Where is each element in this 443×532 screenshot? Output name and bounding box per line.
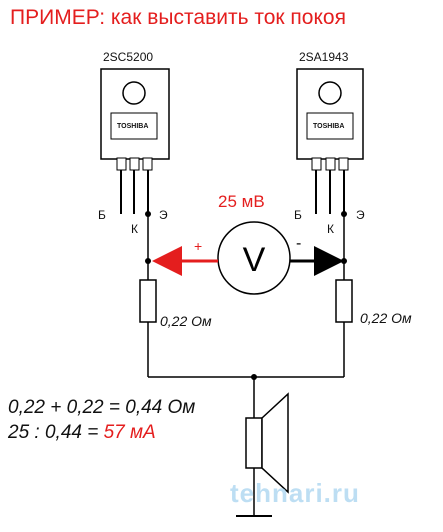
- left-transistor-part: 2SC5200: [103, 50, 154, 64]
- formula-sum: 0,22 + 0,22 = 0,44 Ом: [8, 397, 196, 418]
- left-resistor-label: 0,22 Ом: [160, 313, 212, 329]
- voltage-reading: 25 мВ: [218, 192, 265, 211]
- transistor-left: [100, 68, 170, 217]
- right-pin-base: Б: [294, 208, 302, 222]
- minus-sign: -: [296, 235, 301, 252]
- left-brand-label: TOSHIBA: [117, 123, 149, 130]
- right-pin-emitter: Э: [356, 208, 365, 222]
- voltmeter-symbol: V: [243, 241, 266, 279]
- voltmeter: V: [217, 221, 291, 295]
- speaker: [245, 392, 289, 494]
- transistor-right: [296, 68, 364, 217]
- right-transistor-part: 2SA1943: [299, 50, 349, 64]
- page-title: ПРИМЕР: как выставить ток покоя: [10, 6, 346, 29]
- right-pin-collector: К: [327, 222, 334, 236]
- right-resistor-label: 0,22 Ом: [360, 310, 412, 326]
- left-pin-base: Б: [98, 208, 106, 222]
- resistor-left: [139, 279, 157, 323]
- watermark: tehnari.ru: [230, 478, 360, 508]
- right-brand-label: TOSHIBA: [313, 123, 345, 130]
- formula-current: 25 : 0,44 = 57 мА: [8, 422, 156, 444]
- resistor-right: [335, 279, 353, 323]
- left-pin-collector: К: [131, 222, 138, 236]
- plus-sign: +: [194, 238, 202, 254]
- left-pin-emitter: Э: [159, 208, 168, 222]
- formula-current-prefix: 25 : 0,44 =: [8, 422, 104, 443]
- formula-current-result: 57 мА: [103, 422, 156, 443]
